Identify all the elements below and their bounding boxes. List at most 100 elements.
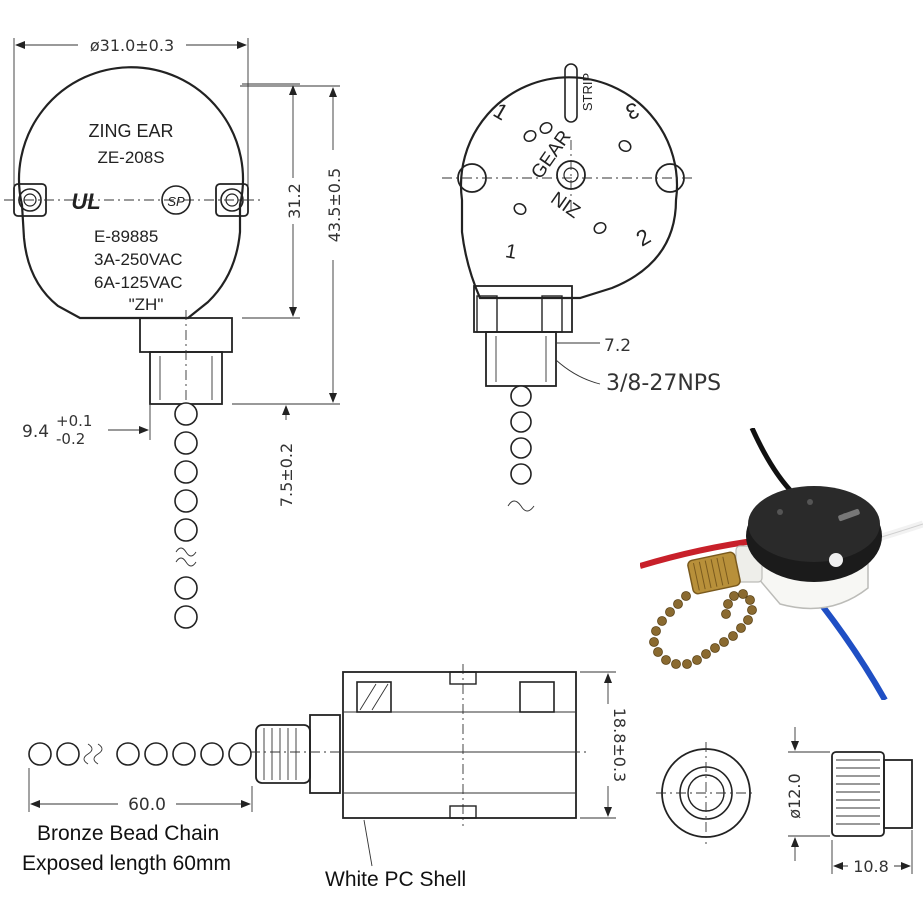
dim-label-bg [324,150,342,260]
strip-label: STRIP [580,73,595,111]
terminal-hole [807,499,813,505]
chain-bead [174,489,198,513]
dim-stem-tol-plus: +0.1 [56,412,92,430]
knob-side-view: ø12.0 10.8 [785,727,913,876]
dim-knob-diameter: ø12.0 [785,773,804,818]
chain-bead [510,437,532,459]
mount-hole-right [220,188,244,212]
niz-logo-text: NIZ [547,188,584,223]
chain-bead [510,411,532,433]
center-hub-inner [563,167,579,183]
window-hatch [359,683,389,711]
dim-thread-length: 7.2 [604,336,631,356]
switch-top [748,486,880,562]
terminal-hole [593,221,607,235]
shell-outer [342,671,577,819]
leader-line [555,359,601,385]
ul-mark: UL [71,189,100,214]
product-photo [640,428,923,700]
file-number: E-89885 [94,227,158,246]
knob-knurl [263,728,297,780]
shell-clip-top [449,671,477,685]
dim-stem-length: 7.5±0.2 [277,443,296,507]
dim-label-bg [118,794,176,812]
position-2: 2 [632,224,655,252]
dim-stem-base: 9.4 [22,422,49,442]
dim-shell-height: 18.8±0.3 [610,708,629,782]
model-label: ZE-208S [97,148,164,167]
shell-window [519,681,555,713]
chain-bead [174,576,198,600]
terminal-hole [539,121,553,135]
chain-bead [144,742,168,766]
front-view: ø31.0±0.3 ZING EAR ZE-208S UL SP E-89885… [4,36,344,629]
center-hub [556,160,586,190]
shell-window [356,681,392,713]
pull-chain-side [28,742,252,766]
shell-caption-leader [363,819,373,867]
knob-side-body [831,751,885,837]
dim-label-bg [284,178,302,224]
dim-total-height: 43.5±0.5 [325,168,344,242]
side-knob [255,724,311,784]
shell-neck [309,714,341,794]
strip-gauge [564,63,578,123]
terminal-hole [777,509,783,515]
dim-chain-length: 60.0 [128,795,166,815]
mount-hole [829,553,843,567]
dim-knob-length: 10.8 [853,857,889,876]
csa-mark: SP [167,194,185,209]
shell-clip-bottom [449,805,477,819]
brand-label: ZING EAR [88,121,173,141]
chain-bead [174,431,198,455]
housing-tab [476,295,498,333]
chain-bead [200,742,224,766]
chain-bead [174,460,198,484]
shell-caption: White PC Shell [325,868,467,891]
break-symbol [83,743,103,765]
dim-label-bg [599,704,617,786]
knob-side-neck [883,759,913,829]
chain-bead [172,742,196,766]
knob-side-knurl [836,759,880,825]
chain-bead [510,463,532,485]
break-symbol [507,500,535,512]
back-threaded-stem [485,331,557,387]
chain-caption-line-2: Exposed length 60mm [22,852,231,875]
housing-block [473,285,573,333]
black-wire [749,428,792,492]
terminal-holes [513,121,632,235]
position-1-top: 1 [489,98,512,126]
housing-tab [541,295,563,333]
dim-body-height: 31.2 [285,183,304,219]
chain-bead [116,742,140,766]
pull-chain-front [174,402,198,629]
chain-caption-line-1: Bronze Bead Chain [37,822,220,845]
break-symbol [175,547,197,567]
position-1: 1 [504,240,519,264]
gear-logo-text: GEAR [527,127,575,183]
model-sticker [838,508,860,522]
chain-bead [228,742,252,766]
chain-bead [174,402,198,426]
chain-bead [56,742,80,766]
chain-bead [28,742,52,766]
switch-body-outline [17,66,245,320]
code-label: "ZH" [129,295,164,314]
dim-label-bg [848,857,894,875]
position-3: 3 [623,97,643,125]
terminal-hole [618,139,632,153]
dim-label-bg [78,36,186,54]
brass-knurl [692,556,730,591]
chain-bead [510,385,532,407]
bronze-bead-chain [649,589,757,669]
terminal-hole [513,202,527,216]
dim-diameter: ø31.0±0.3 [90,36,174,55]
side-view: 60.0 18.8±0.3 [28,664,629,867]
pull-chain-back [507,385,535,512]
rating-125vac: 6A-125VAC [94,273,183,292]
knob-end-view [656,742,756,844]
csa-mark-icon [161,185,191,215]
rating-250vac: 3A-250VAC [94,250,183,269]
